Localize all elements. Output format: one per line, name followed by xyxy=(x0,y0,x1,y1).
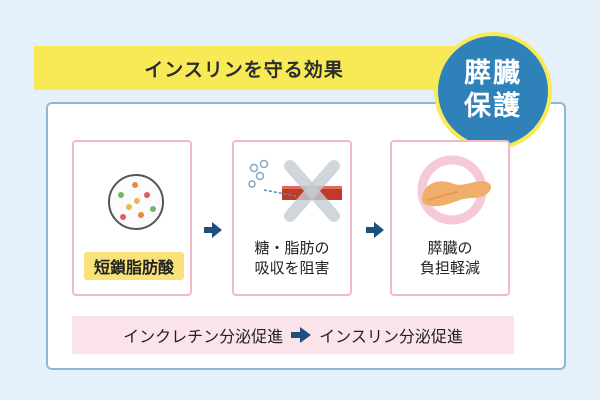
banner-title: インスリンを守る効果 xyxy=(144,58,344,81)
incretin-secretion-text: インクレチン分泌促進 xyxy=(123,327,284,346)
bacteria-dot xyxy=(134,198,140,204)
bacteria-dot xyxy=(126,204,132,210)
title-banner: インスリンを守る効果 xyxy=(34,46,454,90)
insulin-secretion-text: インスリン分泌促進 xyxy=(319,327,463,346)
step2-line-2: 吸収を阻害 xyxy=(254,259,330,278)
bacteria-dot xyxy=(138,212,144,218)
step2-line-1: 糖・脂肪の xyxy=(254,239,330,257)
pancreas-icon xyxy=(417,155,492,225)
bacteria-dot xyxy=(150,206,156,212)
bacteria-dot xyxy=(132,182,138,188)
arrow-right-icon xyxy=(366,222,384,238)
step-absorption-inhibition: 糖・脂肪の 吸収を阻害 xyxy=(232,140,352,296)
hormone-flow-band: インクレチン分泌促進 インスリン分泌促進 xyxy=(72,316,514,354)
bacteria-dot xyxy=(118,192,124,198)
blocked-intestine-icon xyxy=(248,159,342,222)
arrow-right-icon xyxy=(291,327,312,343)
seal-line-1: 膵臓 xyxy=(464,58,522,90)
step3-line-1: 膵臓の xyxy=(427,239,473,257)
short-chain-fatty-acid-label: 短鎖脂肪酸 xyxy=(84,252,184,280)
step3-line-2: 負担軽減 xyxy=(419,259,480,278)
bacteria-dot xyxy=(144,192,150,198)
arrow-right-icon xyxy=(204,222,222,238)
pancreas-protection-seal: 膵臓 保護 xyxy=(434,32,552,150)
bacteria-dot xyxy=(120,214,126,220)
step-short-chain-fatty-acids: 短鎖脂肪酸 xyxy=(72,140,192,296)
petri-dish-icon xyxy=(108,174,164,230)
step-pancreas-burden-reduction: 膵臓の 負担軽減 xyxy=(390,140,510,296)
seal-line-2: 保護 xyxy=(464,91,522,122)
